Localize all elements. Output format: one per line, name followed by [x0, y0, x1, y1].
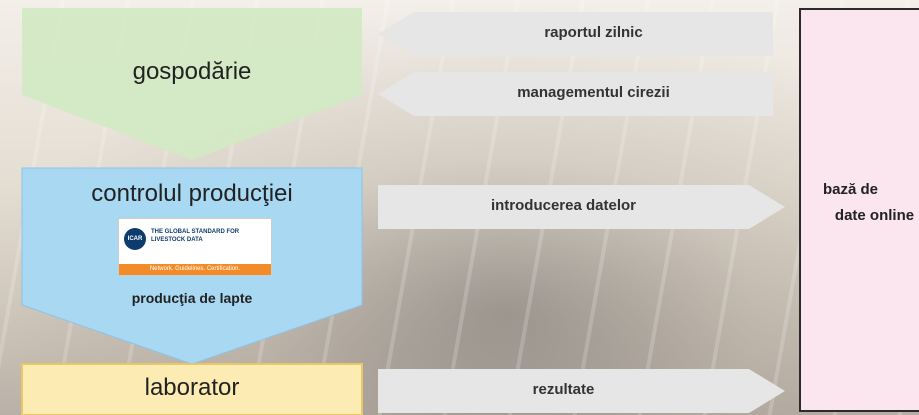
icar-badge: ICAR: [124, 228, 146, 250]
online-database-shape: [799, 8, 919, 412]
icar-footer: Network. Guidelines. Certification.: [119, 264, 271, 275]
herd-management-label: managementul cirezii: [517, 84, 670, 101]
laboratory-label: laborator: [144, 374, 240, 401]
online-database-label-line1: bază de: [822, 181, 879, 198]
data-entry-label: introducerea datelor: [490, 197, 637, 214]
online-database-label-line2: date online: [834, 207, 915, 224]
daily-report-arrow: [378, 12, 773, 56]
icar-logo: ICAR THE GLOBAL STANDARD FOR LIVESTOCK D…: [118, 218, 272, 276]
herd-management-arrow: [378, 72, 773, 116]
farm-label: gospodărie: [132, 58, 252, 85]
laboratory-shape: [21, 363, 363, 415]
farm-shape: [22, 8, 362, 160]
results-label: rezultate: [532, 381, 595, 398]
daily-report-label: raportul zilnic: [544, 24, 643, 41]
icar-tagline: THE GLOBAL STANDARD FOR LIVESTOCK DATA: [151, 229, 240, 243]
production-control-label: controlul producţiei: [91, 180, 293, 207]
results-arrow: [378, 369, 785, 413]
milk-production-label: producţia de lapte: [131, 290, 253, 306]
online-database-label: bază de date online: [800, 177, 919, 229]
data-entry-arrow: [378, 185, 785, 229]
